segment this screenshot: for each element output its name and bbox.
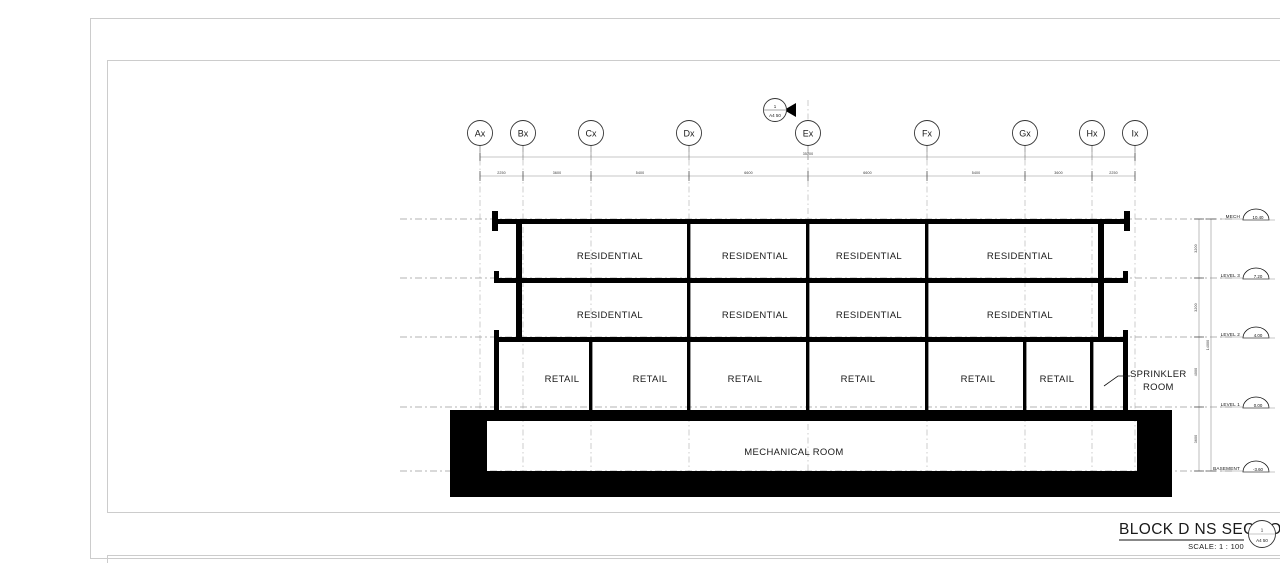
room-label: RESIDENTIAL <box>577 310 643 321</box>
level-elevation: 0.00 <box>1254 403 1263 408</box>
level-tag-level1[interactable]: LEVEL 1 0.00 <box>1220 396 1275 409</box>
vertical-dimension-label: 3600 <box>1194 435 1198 443</box>
room-label: RESIDENTIAL <box>722 310 788 321</box>
level-name: LEVEL 2 <box>1221 332 1241 337</box>
sprinkler-room-label-line1: SPRINKLER <box>1130 369 1187 380</box>
room-label: RESIDENTIAL <box>577 251 643 262</box>
grid-bubble-fx[interactable]: Fx <box>914 120 940 161</box>
room-label: RESIDENTIAL <box>836 310 902 321</box>
level-name: MECH <box>1226 214 1240 219</box>
page-title: BLOCK D NS SECTION <box>1119 521 1280 538</box>
grid-bubbles: Ax Bx Cx Dx Ex <box>467 120 1148 161</box>
grid-bubble-label: Gx <box>1019 129 1031 139</box>
room-label: RESIDENTIAL <box>836 251 902 262</box>
level-elevation: -3.60 <box>1253 467 1264 472</box>
room-label: MECHANICAL ROOM <box>744 447 843 458</box>
level-elevation: 10.40 <box>1253 215 1265 220</box>
grid-bubble-label: Dx <box>684 129 695 139</box>
grid-bubble-label: Ex <box>803 129 814 139</box>
sheet-borders <box>90 18 1280 563</box>
grid-bubble-bx[interactable]: Bx <box>510 120 536 161</box>
grid-bubble-label: Hx <box>1087 129 1098 139</box>
overall-dimension-label: 35700 <box>803 152 814 156</box>
room-label: RETAIL <box>728 374 763 385</box>
detail-number: 1 <box>1261 528 1264 533</box>
room-label: RESIDENTIAL <box>987 251 1053 262</box>
room-label: RETAIL <box>841 374 876 385</box>
level-name: LEVEL 1 <box>1221 402 1241 407</box>
level-name: BASEMENT <box>1213 466 1240 471</box>
grid-bubble-hx[interactable]: Hx <box>1079 120 1105 161</box>
vertical-dimension-outer: 14000 <box>1206 218 1216 472</box>
bay-dimension-label: 3600 <box>1054 171 1062 175</box>
grid-bubble-dx[interactable]: Dx <box>676 120 702 161</box>
drawing-title-block[interactable]: BLOCK D NS SECTION SCALE: 1 : 100 1 A4 5… <box>1119 520 1280 552</box>
sprinkler-room-label-line2: ROOM <box>1143 382 1174 393</box>
room-label: RETAIL <box>633 374 668 385</box>
level-tag-mech[interactable]: MECH 10.40 <box>1220 208 1275 221</box>
grid-bubble-label: Cx <box>586 129 597 139</box>
grid-bubble-gx[interactable]: Gx <box>1012 120 1038 161</box>
bay-dimension-chain: 2250 3600 5400 6600 6600 5400 3600 2250 <box>479 171 1136 181</box>
room-labels-level2: RESIDENTIAL RESIDENTIAL RESIDENTIAL RESI… <box>577 310 1053 321</box>
room-labels-basement: MECHANICAL ROOM <box>744 447 843 458</box>
level-tag-basement[interactable]: BASEMENT -3.60 <box>1213 460 1275 473</box>
grid-bubble-label: Ix <box>1131 129 1139 139</box>
scale-label: SCALE: 1 : 100 <box>1188 542 1244 551</box>
overall-dimension-chain: 35700 <box>479 152 1136 161</box>
section-marker-number: 1 <box>774 104 777 109</box>
bay-dimension-label: 3600 <box>553 171 561 175</box>
vertical-dimension-inner: 3200 3200 4000 3600 <box>1194 218 1204 472</box>
detail-sheet-ref: A4 50 <box>1256 538 1268 543</box>
bay-dimension-label: 6600 <box>744 171 752 175</box>
level-elevation: 4.00 <box>1254 333 1263 338</box>
level-name: LEVEL 3 <box>1221 273 1241 278</box>
room-label: RETAIL <box>961 374 996 385</box>
room-labels-level3: RESIDENTIAL RESIDENTIAL RESIDENTIAL RESI… <box>577 251 1053 262</box>
room-label: RESIDENTIAL <box>722 251 788 262</box>
room-labels-level1: RETAIL RETAIL RETAIL RETAIL RETAIL RETAI… <box>545 374 1075 385</box>
basement-structure <box>450 410 1172 497</box>
vertical-dimension-total-label: 14000 <box>1206 340 1210 351</box>
grid-bubble-label: Fx <box>922 129 932 139</box>
room-label: RESIDENTIAL <box>987 310 1053 321</box>
grid-bubble-label: Bx <box>518 129 529 139</box>
level-tag-level3[interactable]: LEVEL 3 7.20 <box>1220 267 1275 280</box>
grid-bubble-label: Ax <box>475 129 486 139</box>
vertical-dimension-label: 3200 <box>1194 303 1198 311</box>
grid-bubble-ex[interactable]: Ex <box>795 120 821 161</box>
level-tag-level2[interactable]: LEVEL 2 4.00 <box>1220 326 1275 339</box>
sprinkler-room-annotation: SPRINKLER ROOM <box>1103 369 1187 393</box>
bay-dimension-label: 2250 <box>497 171 505 175</box>
bay-dimension-label: 5400 <box>636 171 644 175</box>
room-label: RETAIL <box>1040 374 1075 385</box>
bay-dimension-label: 5400 <box>972 171 980 175</box>
section-marker-sheet: A4 50 <box>769 113 781 118</box>
bay-dimension-label: 6600 <box>863 171 871 175</box>
level1-retail-structure <box>494 337 1128 410</box>
level-elevation: 7.20 <box>1254 274 1263 279</box>
room-label: RETAIL <box>545 374 580 385</box>
bay-dimension-label: 2250 <box>1109 171 1117 175</box>
vertical-dimension-label: 3200 <box>1194 244 1198 252</box>
level3-residential-structure <box>492 211 1130 283</box>
level2-residential-structure <box>494 278 1128 342</box>
section-marker[interactable]: 1 A4 50 <box>763 98 797 122</box>
grid-bubble-cx[interactable]: Cx <box>578 120 604 161</box>
level-datum-lines <box>400 218 1232 472</box>
vertical-dimension-label: 4000 <box>1194 368 1198 376</box>
